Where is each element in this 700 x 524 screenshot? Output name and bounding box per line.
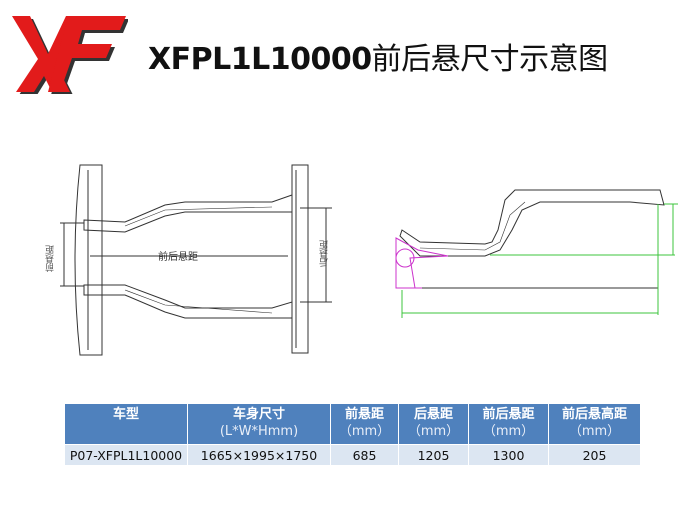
table-row: P07-XFPL1L10000 1665×1995×1750 685 1205 …	[64, 444, 641, 466]
dimension-table: 车型 车身尺寸(L*W*Hmm) 前悬距（mm） 后悬距（mm） 前后悬距（mm…	[64, 403, 641, 466]
header-rear-overhang: 后悬距（mm）	[398, 403, 469, 445]
table-header-row: 车型 车身尺寸(L*W*Hmm) 前悬距（mm） 后悬距（mm） 前后悬距（mm…	[64, 403, 641, 445]
rear-overhang-label: 后悬距	[320, 240, 330, 267]
header-front-overhang: 前悬距（mm）	[330, 403, 399, 445]
cell-overhang-distance: 1300	[468, 444, 549, 466]
cell-body-size: 1665×1995×1750	[187, 444, 331, 466]
title-cn: 前后悬尺寸示意图	[371, 42, 609, 77]
cell-model: P07-XFPL1L10000	[64, 444, 188, 466]
title-code: XFPL1L10000	[148, 42, 372, 77]
header-model: 车型	[64, 403, 188, 445]
page-title: XFPL1L10000前后悬尺寸示意图	[148, 34, 608, 78]
header-body-size: 车身尺寸(L*W*Hmm)	[187, 403, 331, 445]
chassis-top-view-drawing	[60, 164, 332, 356]
header-overhang-distance: 前后悬距（mm）	[468, 403, 549, 445]
xf-logo	[12, 16, 128, 94]
cell-overhang-height: 205	[548, 444, 641, 466]
front-overhang-label: 前悬距	[46, 245, 56, 272]
chassis-side-view-drawing	[395, 189, 678, 318]
header-overhang-height: 前后悬高距（mm）	[548, 403, 641, 445]
cell-front-overhang: 685	[330, 444, 399, 466]
overhang-distance-label: 前后悬距	[158, 252, 198, 263]
cell-rear-overhang: 1205	[398, 444, 469, 466]
